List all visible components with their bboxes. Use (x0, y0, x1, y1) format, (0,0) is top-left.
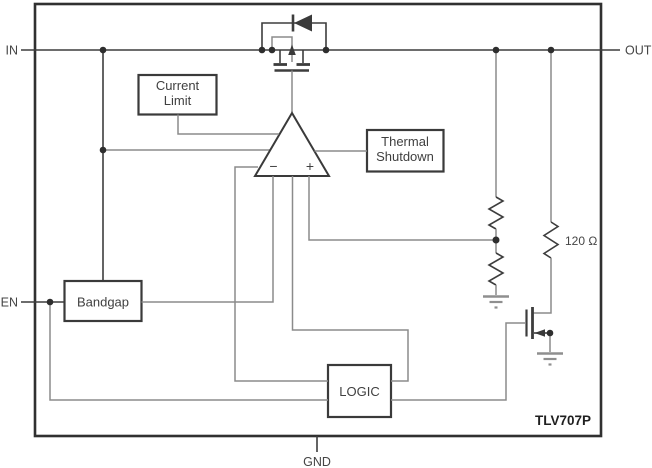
feedback-resistor-top (487, 196, 505, 230)
amp-plus-feedback-wire (308, 176, 496, 241)
feedback-divider (483, 50, 509, 309)
body-diode (261, 14, 327, 50)
logic-to-fet-gate-wire (391, 322, 525, 401)
output-resistor (542, 221, 560, 259)
thermal-shutdown-label-line2: Shutdown (376, 149, 434, 164)
current-limit-to-amp-wire (177, 114, 279, 135)
out-pin-label: OUT (625, 44, 652, 58)
discharge-fet-body-arrow (534, 329, 545, 337)
in-pin-label: IN (6, 44, 19, 58)
logic-label: LOGIC (339, 384, 379, 399)
part-number-label: TLV707P (535, 413, 591, 428)
diode-triangle (294, 14, 312, 32)
logic-block: LOGIC (326, 363, 393, 419)
fet-drain-wire (533, 258, 552, 314)
amp-plus-label: + (306, 158, 314, 174)
amp-minus-to-logic-wire (234, 166, 328, 382)
output-discharge-branch: 120 Ω (525, 50, 597, 366)
amp-minus-label: − (269, 158, 277, 174)
bandgap-box (63, 279, 143, 323)
pass-fet (271, 36, 310, 112)
thermal-shutdown-block: Thermal Shutdown (365, 128, 445, 173)
junction-dots (46, 46, 555, 337)
amp-center-to-logic-wire (291, 176, 409, 382)
pass-fet-body-arrow (288, 44, 296, 55)
discharge-fet (525, 307, 550, 339)
logic-box (326, 363, 393, 419)
error-amplifier: − + (253, 111, 331, 177)
chip-boundary (33, 2, 603, 438)
bandgap-label: Bandgap (77, 295, 129, 310)
current-limit-label-line2: Limit (164, 93, 192, 108)
bandgap-block: Bandgap (63, 279, 143, 323)
ground-symbol-fet (537, 352, 563, 366)
error-amplifier-triangle (253, 111, 331, 177)
thermal-shutdown-label-line1: Thermal (381, 134, 429, 149)
en-to-logic-wire (49, 302, 328, 401)
output-resistor-value-label: 120 Ω (565, 234, 597, 248)
feedback-resistor-bottom (487, 252, 505, 286)
current-limit-block: Current Limit (137, 73, 218, 116)
gnd-pin-label: GND (303, 455, 331, 468)
bandgap-to-amp-ref-wire (141, 176, 274, 303)
ground-symbol-divider (483, 295, 509, 309)
current-limit-label-line1: Current (156, 78, 200, 93)
en-pin-label: EN (1, 296, 18, 310)
